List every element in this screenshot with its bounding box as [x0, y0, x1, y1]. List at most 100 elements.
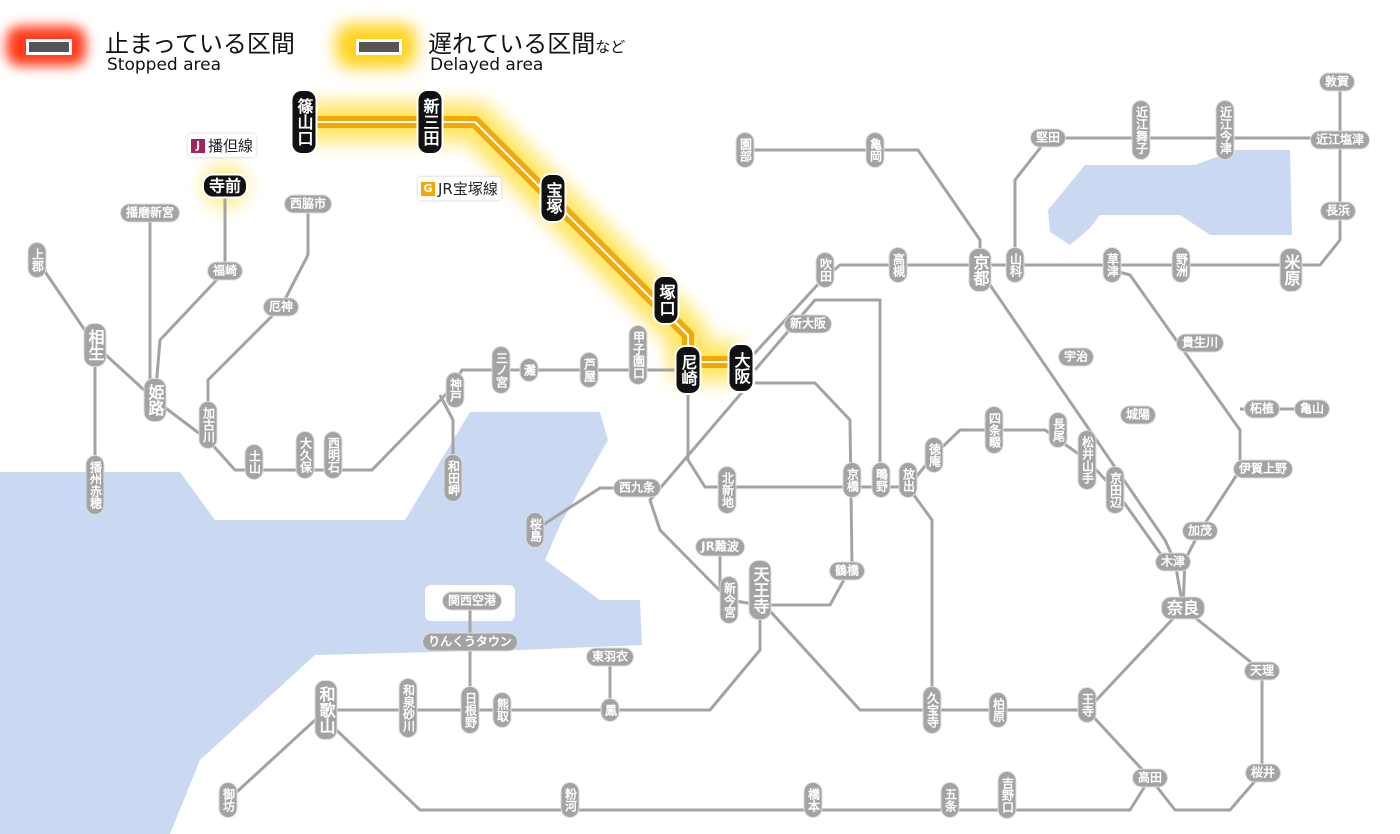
station[interactable]: 加古川 — [199, 402, 217, 448]
station[interactable]: 加茂 — [1182, 522, 1218, 540]
line-badge-j: J — [191, 138, 205, 153]
station[interactable]: 相生 — [84, 324, 106, 366]
station[interactable]: 和泉砂川 — [399, 679, 417, 737]
station-highlighted[interactable]: 新三田 — [418, 91, 442, 153]
station[interactable]: 京橋 — [843, 463, 861, 497]
station[interactable]: 土山 — [245, 445, 263, 479]
station[interactable]: 播州赤穂 — [86, 456, 104, 514]
delayed-glow — [203, 102, 741, 382]
station[interactable]: 熊取 — [493, 693, 511, 727]
stopped-swatch-bar — [16, 34, 76, 60]
station[interactable]: 新今宮 — [720, 577, 738, 623]
line-badge-g: G — [421, 181, 435, 196]
jr-takarazuka-line-delayed — [304, 116, 741, 368]
rail-lines — [35, 82, 1342, 812]
station-highlighted[interactable]: 尼崎 — [676, 347, 700, 393]
station[interactable]: 奈良 — [1161, 597, 1205, 619]
station[interactable]: 宇治 — [1058, 348, 1094, 366]
station[interactable]: 粉河 — [561, 783, 579, 817]
station[interactable]: 徳庵 — [925, 438, 943, 472]
station[interactable]: 橋本 — [804, 783, 822, 817]
station[interactable]: 新大阪 — [784, 315, 832, 333]
line-label-takarazuka[interactable]: G JR宝塚線 — [418, 177, 501, 200]
station[interactable]: 木津 — [1155, 553, 1191, 571]
station[interactable]: 近江塩津 — [1310, 131, 1370, 149]
station[interactable]: 和田岬 — [444, 455, 462, 501]
delayed-swatch-bar — [346, 34, 406, 60]
delayed-label-main: 遅れている区間 — [428, 30, 596, 58]
station[interactable]: 久宝寺 — [923, 687, 941, 733]
station-highlighted[interactable]: 大阪 — [729, 345, 753, 391]
line-label-bantan[interactable]: J 播但線 — [188, 134, 257, 157]
station[interactable]: 吹田 — [816, 253, 834, 287]
station[interactable]: 桜井 — [1245, 764, 1281, 782]
station[interactable]: 柘植 — [1244, 400, 1280, 418]
station[interactable]: JR難波 — [696, 538, 744, 556]
station[interactable]: 日根野 — [461, 687, 479, 733]
station[interactable]: 天理 — [1244, 662, 1280, 680]
station[interactable]: 亀山 — [1294, 400, 1330, 418]
station[interactable]: 亀岡 — [866, 133, 884, 167]
station[interactable]: 関西空港 — [442, 592, 502, 610]
station-highlighted[interactable]: 塚口 — [654, 277, 678, 323]
line-name: JR宝塚線 — [438, 180, 498, 198]
station[interactable]: 貴生川 — [1176, 334, 1224, 352]
station[interactable]: 山科 — [1006, 248, 1024, 282]
osaka-bay — [0, 412, 642, 834]
station[interactable]: 厄神 — [263, 298, 299, 316]
station[interactable]: 野洲 — [1172, 248, 1190, 282]
station[interactable]: 草津 — [1103, 248, 1121, 282]
station[interactable]: 四条畷 — [985, 407, 1003, 453]
station[interactable]: 近江舞子 — [1132, 101, 1150, 159]
stopped-label-jp: 止まっている区間 — [105, 30, 295, 58]
station[interactable]: 西九条 — [613, 479, 661, 497]
station[interactable]: 敦賀 — [1319, 73, 1355, 91]
station[interactable]: 西明石 — [324, 432, 342, 478]
station[interactable]: 甲子園口 — [629, 326, 647, 384]
station[interactable]: 上郡 — [28, 243, 46, 277]
station[interactable]: 松井山手 — [1078, 431, 1096, 489]
delayed-label-suffix: など — [595, 38, 626, 56]
station[interactable]: 伊賀上野 — [1233, 460, 1293, 478]
station[interactable]: 吉野口 — [998, 772, 1016, 818]
station[interactable]: 御坊 — [219, 783, 237, 817]
station[interactable]: 鳳 — [601, 699, 619, 721]
station[interactable]: 長浜 — [1320, 202, 1356, 220]
station[interactable]: 桜島 — [526, 513, 544, 547]
station[interactable]: 西脇市 — [284, 195, 332, 213]
station[interactable]: 鶴橋 — [829, 562, 865, 580]
station[interactable]: 姫路 — [144, 379, 166, 421]
station[interactable]: 園部 — [736, 133, 754, 167]
station-highlighted[interactable]: 宝塚 — [541, 175, 565, 221]
station[interactable]: 三ノ宮 — [492, 347, 510, 393]
station[interactable]: 神戸 — [446, 373, 464, 407]
station[interactable]: 五条 — [941, 783, 959, 817]
station[interactable]: 芦屋 — [580, 353, 598, 387]
station[interactable]: 近江今津 — [1216, 101, 1234, 159]
station[interactable]: 京都 — [969, 249, 991, 291]
station[interactable]: 京田辺 — [1106, 467, 1124, 513]
station[interactable]: 鴫野 — [872, 463, 890, 497]
station[interactable]: 城陽 — [1120, 406, 1156, 424]
station[interactable]: 北新地 — [718, 467, 736, 513]
station-highlighted[interactable]: 篠山口 — [292, 91, 316, 153]
station[interactable]: 播磨新宮 — [120, 204, 180, 222]
station[interactable]: 米原 — [1280, 249, 1302, 291]
station[interactable]: 長尾 — [1049, 413, 1067, 447]
station[interactable]: 王寺 — [1078, 688, 1096, 722]
station[interactable]: 放出 — [899, 463, 917, 497]
station[interactable]: 高槻 — [889, 248, 907, 282]
station[interactable]: 柏原 — [989, 693, 1007, 727]
station[interactable]: 灘 — [520, 359, 538, 381]
station[interactable]: 東羽衣 — [586, 648, 634, 666]
station[interactable]: りんくうタウン — [423, 633, 517, 651]
station-highlighted[interactable]: 寺前 — [203, 175, 247, 197]
station[interactable]: 福崎 — [207, 262, 243, 280]
station[interactable]: 堅田 — [1030, 129, 1066, 147]
water — [0, 150, 1292, 834]
station[interactable]: 天王寺 — [749, 561, 771, 619]
station[interactable]: 大久保 — [296, 432, 314, 478]
lake-biwa — [1048, 150, 1292, 245]
station[interactable]: 和歌山 — [315, 681, 337, 739]
station[interactable]: 高田 — [1132, 769, 1168, 787]
